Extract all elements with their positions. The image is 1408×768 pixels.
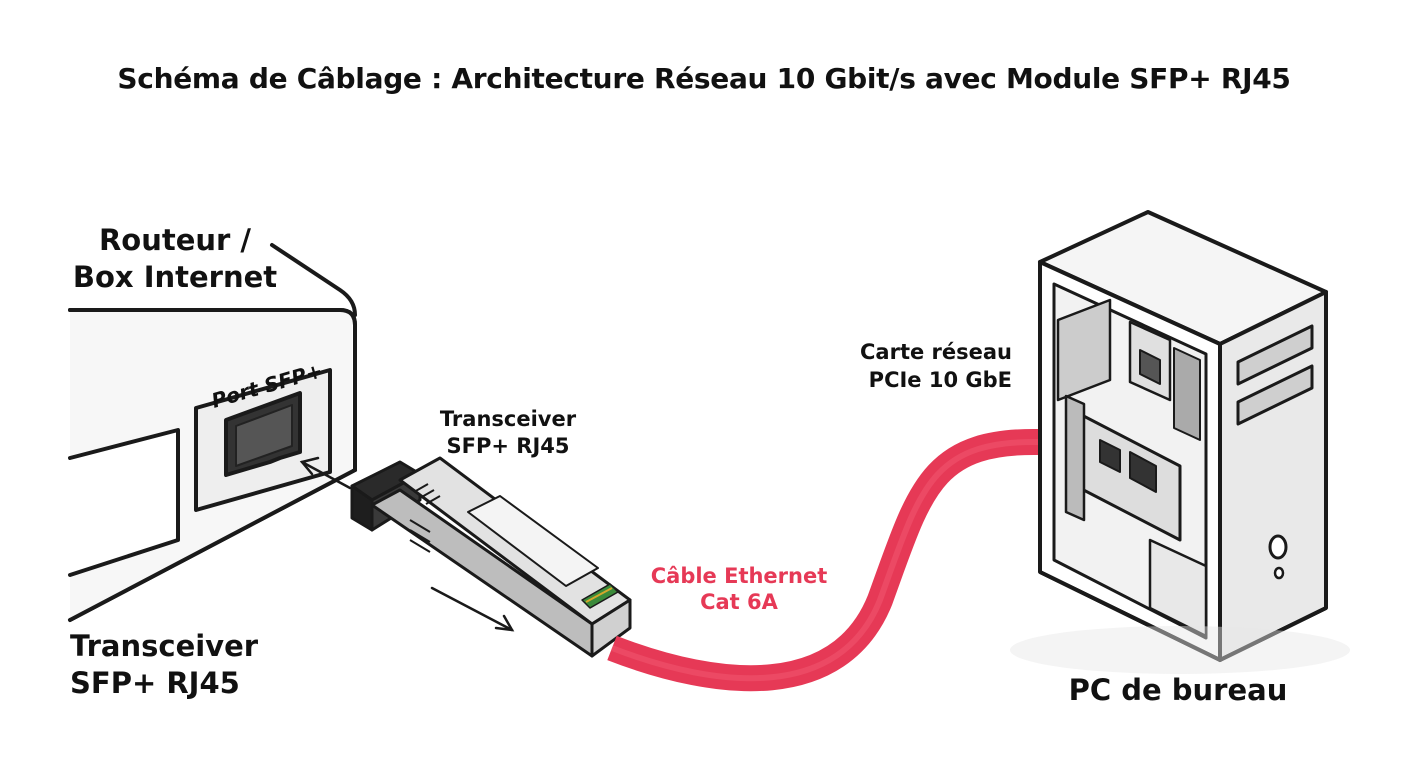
- diagram-title: Schéma de Câblage : Architecture Réseau …: [117, 62, 1291, 95]
- router-label-line2: Box Internet: [72, 260, 278, 294]
- sfp-transceiver: [350, 456, 632, 658]
- nic-label: Carte réseau PCIe 10 GbE: [828, 338, 1012, 394]
- pc-tower: [1010, 210, 1350, 674]
- transceiver-mid-line1: Transceiver: [439, 407, 577, 431]
- router-label-line1: Routeur /: [98, 223, 252, 257]
- transceiver-bottom-line2: SFP+ RJ45: [70, 666, 240, 700]
- cable-label-line1: Câble Ethernet: [650, 564, 828, 588]
- router-label: Routeur / Box Internet: [70, 222, 280, 296]
- pc-label: PC de bureau: [1068, 673, 1288, 707]
- slide-arrow: [430, 586, 515, 632]
- transceiver-bottom-line1: Transceiver: [70, 629, 259, 663]
- cable-label-line2: Cat 6A: [700, 590, 778, 614]
- transceiver-label-mid: Transceiver SFP+ RJ45: [418, 406, 598, 460]
- transceiver-mid-line2: SFP+ RJ45: [446, 434, 570, 458]
- insert-arrow: [299, 456, 352, 490]
- transceiver-label-bottom: Transceiver SFP+ RJ45: [70, 628, 258, 702]
- router-box: [68, 243, 357, 622]
- ethernet-cable: [607, 428, 1041, 692]
- cable-label: Câble Ethernet Cat 6A: [632, 563, 846, 615]
- nic-label-line1: Carte réseau: [860, 340, 1012, 364]
- nic-label-line2: PCIe 10 GbE: [868, 368, 1012, 392]
